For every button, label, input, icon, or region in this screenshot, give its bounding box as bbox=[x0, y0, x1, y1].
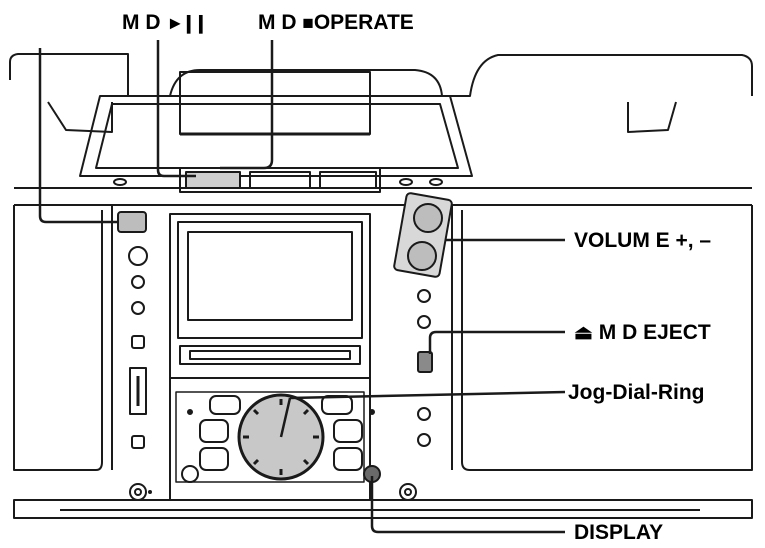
top-button-3 bbox=[319, 171, 377, 189]
right-key-2 bbox=[333, 419, 363, 443]
left-ear bbox=[47, 101, 113, 133]
left-speaker bbox=[13, 205, 103, 471]
left-slider bbox=[129, 367, 147, 415]
label-md-eject: ⏏ M D EJECT bbox=[574, 321, 711, 344]
right-key-3 bbox=[333, 447, 363, 471]
control-cluster bbox=[175, 391, 365, 483]
callout-md-stop-operate bbox=[220, 40, 274, 170]
left-key-1 bbox=[209, 395, 241, 415]
right-ear bbox=[627, 101, 677, 133]
label-display: DISPLAY bbox=[574, 521, 664, 544]
base bbox=[13, 499, 753, 519]
volume-minus-button bbox=[407, 241, 437, 271]
left-key-2 bbox=[199, 419, 229, 443]
label-jog-dial-ring: Jog-Dial-Ring bbox=[568, 381, 705, 404]
dial-ticks bbox=[243, 399, 319, 475]
right-speaker bbox=[461, 205, 753, 471]
label-volume: VOLUM E +, – bbox=[574, 229, 712, 252]
callout-left-button bbox=[38, 48, 118, 224]
callout-md-play-pause bbox=[156, 40, 196, 178]
eject-glyph: ⏏ bbox=[574, 322, 593, 344]
md-display-inner bbox=[187, 231, 353, 321]
volume-plus-button bbox=[413, 203, 443, 233]
top-button-strip bbox=[179, 167, 381, 193]
callout-display bbox=[370, 476, 565, 534]
md-stop-operate-button bbox=[249, 171, 311, 189]
md-eject-button bbox=[417, 351, 433, 373]
label-md-play-pause: M D ►❙❙ bbox=[122, 11, 208, 34]
top-tray-inner bbox=[95, 103, 459, 169]
callout-md-eject bbox=[428, 330, 565, 354]
top-housing bbox=[9, 53, 753, 97]
left-key-3 bbox=[199, 447, 229, 471]
md-slot bbox=[179, 345, 361, 365]
stop-glyph: ■ bbox=[302, 13, 314, 34]
md-play-pause-button bbox=[185, 171, 241, 189]
left-top-button bbox=[117, 211, 147, 233]
callout-jog-dial bbox=[289, 390, 566, 400]
label-md-stop-operate: M D ■OPERATE bbox=[258, 11, 414, 34]
top-tray bbox=[79, 95, 473, 177]
right-key-1 bbox=[321, 395, 353, 415]
play-pause-glyph: ►❙❙ bbox=[166, 13, 208, 33]
